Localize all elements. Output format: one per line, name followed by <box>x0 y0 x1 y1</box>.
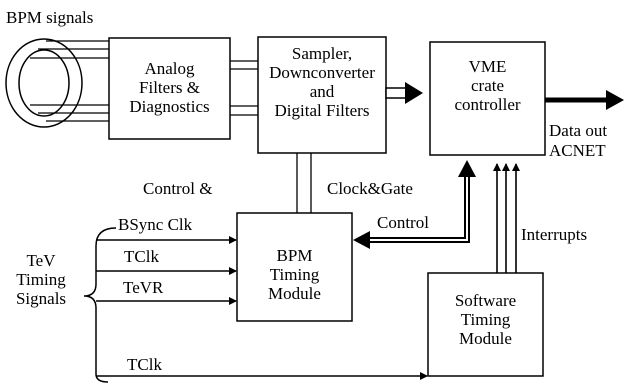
sampler-to-bpm-timing-lines <box>296 153 312 213</box>
analog-filters-line-3: Diagnostics <box>129 97 210 117</box>
timing-line: Timing <box>16 270 66 290</box>
sampler-title: Sampler, Downconverter and Digital Filte… <box>258 44 386 120</box>
software-timing-module-title: Software Timing Module <box>428 291 543 348</box>
bpm-timing-line-2: Timing <box>269 265 320 285</box>
analog-filters-line-1: Analog <box>144 59 195 78</box>
timing-signal-arrows <box>96 236 428 380</box>
vme-line-1: VME <box>468 57 507 76</box>
vme-line-3: controller <box>454 95 521 115</box>
data-out-label: Data out <box>549 121 608 140</box>
vme-controller-title: VME crate controller <box>430 57 545 114</box>
acnet-label: ACNET <box>549 141 606 160</box>
analog-filters-title: Analog Filters & Diagnostics <box>109 59 230 116</box>
sampler-line-4: Digital Filters <box>274 101 370 121</box>
bpm-timing-module-box <box>236 212 353 322</box>
vme-line-2: crate <box>470 76 505 96</box>
software-timing-module-box <box>427 272 544 377</box>
clock-gate-label: Clock&Gate <box>327 179 413 198</box>
bsync-clk-label: BSync Clk <box>118 215 193 234</box>
bpm-timing-module-title: BPM Timing Module <box>237 246 352 303</box>
sampler-line-2: Downconverter <box>269 63 375 83</box>
tclk-label-2: TClk <box>127 355 162 374</box>
control-and-label: Control & <box>143 179 213 198</box>
analog-to-sampler-lines <box>230 60 258 116</box>
bpm-signal-lines <box>30 40 109 122</box>
data-out-arrow <box>545 90 624 110</box>
control-label: Control <box>377 213 429 232</box>
bpm-timing-line-1: BPM <box>276 246 313 265</box>
sw-timing-line-3: Module <box>459 329 512 349</box>
sampler-line-3: and <box>309 82 335 102</box>
analog-filters-box <box>108 37 231 140</box>
control-bus-arrow <box>353 160 476 249</box>
tevr-label: TeVR <box>123 278 164 297</box>
interrupts-label: Interrupts <box>521 225 588 244</box>
tev-timing-signals-title: TeV Timing Signals <box>2 251 80 308</box>
bpm-signals-label: BPM signals <box>6 8 94 27</box>
tev-line: TeV <box>26 251 56 270</box>
tev-timing-brace <box>83 227 117 383</box>
sw-timing-line-1: Software <box>454 291 517 310</box>
signals-line: Signals <box>15 289 67 309</box>
analog-filters-line-2: Filters & <box>139 78 200 98</box>
tclk-label-1: TClk <box>124 247 159 266</box>
software-timing-to-vme-arrows <box>493 163 520 273</box>
bpm-timing-line-3: Module <box>268 284 321 304</box>
sampler-line-1: Sampler, <box>291 44 353 63</box>
sw-timing-line-2: Timing <box>460 310 511 330</box>
sampler-to-vme-arrow <box>385 82 423 104</box>
bpm-pickup-icon <box>5 38 83 128</box>
